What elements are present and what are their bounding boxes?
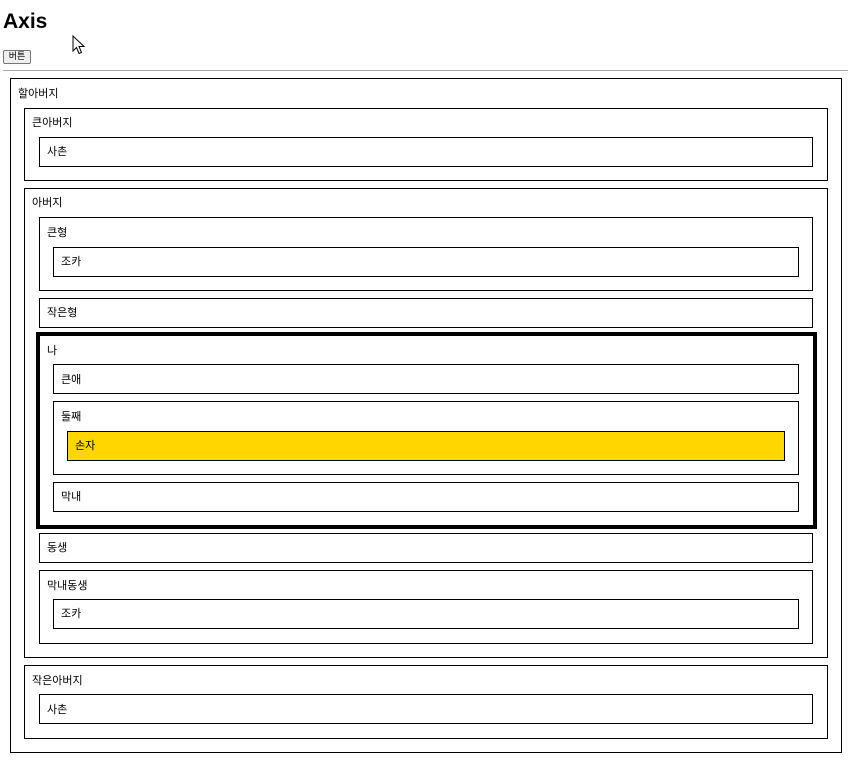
node-grandfather[interactable] [10, 78, 842, 753]
node-elder-brother[interactable] [39, 217, 813, 291]
node-uncle-elder[interactable] [24, 108, 828, 181]
node-youngest-child[interactable] [53, 482, 799, 512]
node-label-youngest-child: 막내 [61, 490, 82, 503]
node-label-grandfather: 할아버지 [18, 87, 59, 100]
node-uncle-younger[interactable] [24, 665, 828, 739]
node-grandchild[interactable] [67, 431, 785, 461]
node-label-younger-elder-brother: 작은형 [47, 306, 78, 319]
node-youngest-sibling[interactable] [39, 570, 813, 644]
node-label-younger-sibling: 동생 [47, 541, 68, 554]
node-label-me: 나 [47, 344, 58, 357]
node-label-grandchild: 손자 [75, 439, 96, 452]
divider [3, 70, 848, 71]
node-label-cousin-2: 사촌 [47, 703, 68, 716]
page-title: Axis [3, 10, 48, 33]
node-label-second-child: 둘째 [61, 410, 82, 423]
node-younger-sibling[interactable] [39, 533, 813, 563]
node-nephew-1[interactable] [53, 247, 799, 277]
mouse-cursor-icon [72, 35, 86, 55]
node-label-elder-brother: 큰형 [47, 226, 68, 239]
node-label-nephew-2: 조카 [61, 607, 82, 620]
node-nephew-2[interactable] [53, 599, 799, 629]
node-younger-elder-brother[interactable] [39, 298, 813, 328]
node-father[interactable] [24, 188, 828, 658]
node-me[interactable] [36, 332, 817, 529]
node-second-child[interactable] [53, 401, 799, 475]
node-label-cousin-1: 사촌 [47, 145, 68, 158]
node-label-nephew-1: 조카 [61, 255, 82, 268]
node-label-uncle-elder: 큰아버지 [32, 116, 73, 129]
run-button[interactable]: 버튼 [3, 50, 31, 64]
node-label-father: 아버지 [32, 196, 63, 209]
node-first-child[interactable] [53, 364, 799, 394]
node-label-first-child: 큰애 [61, 373, 82, 386]
node-cousin-2[interactable] [39, 694, 813, 724]
node-cousin-1[interactable] [39, 137, 813, 167]
node-label-uncle-younger: 작은아버지 [32, 674, 83, 687]
node-label-youngest-sibling: 막내동생 [47, 579, 88, 592]
